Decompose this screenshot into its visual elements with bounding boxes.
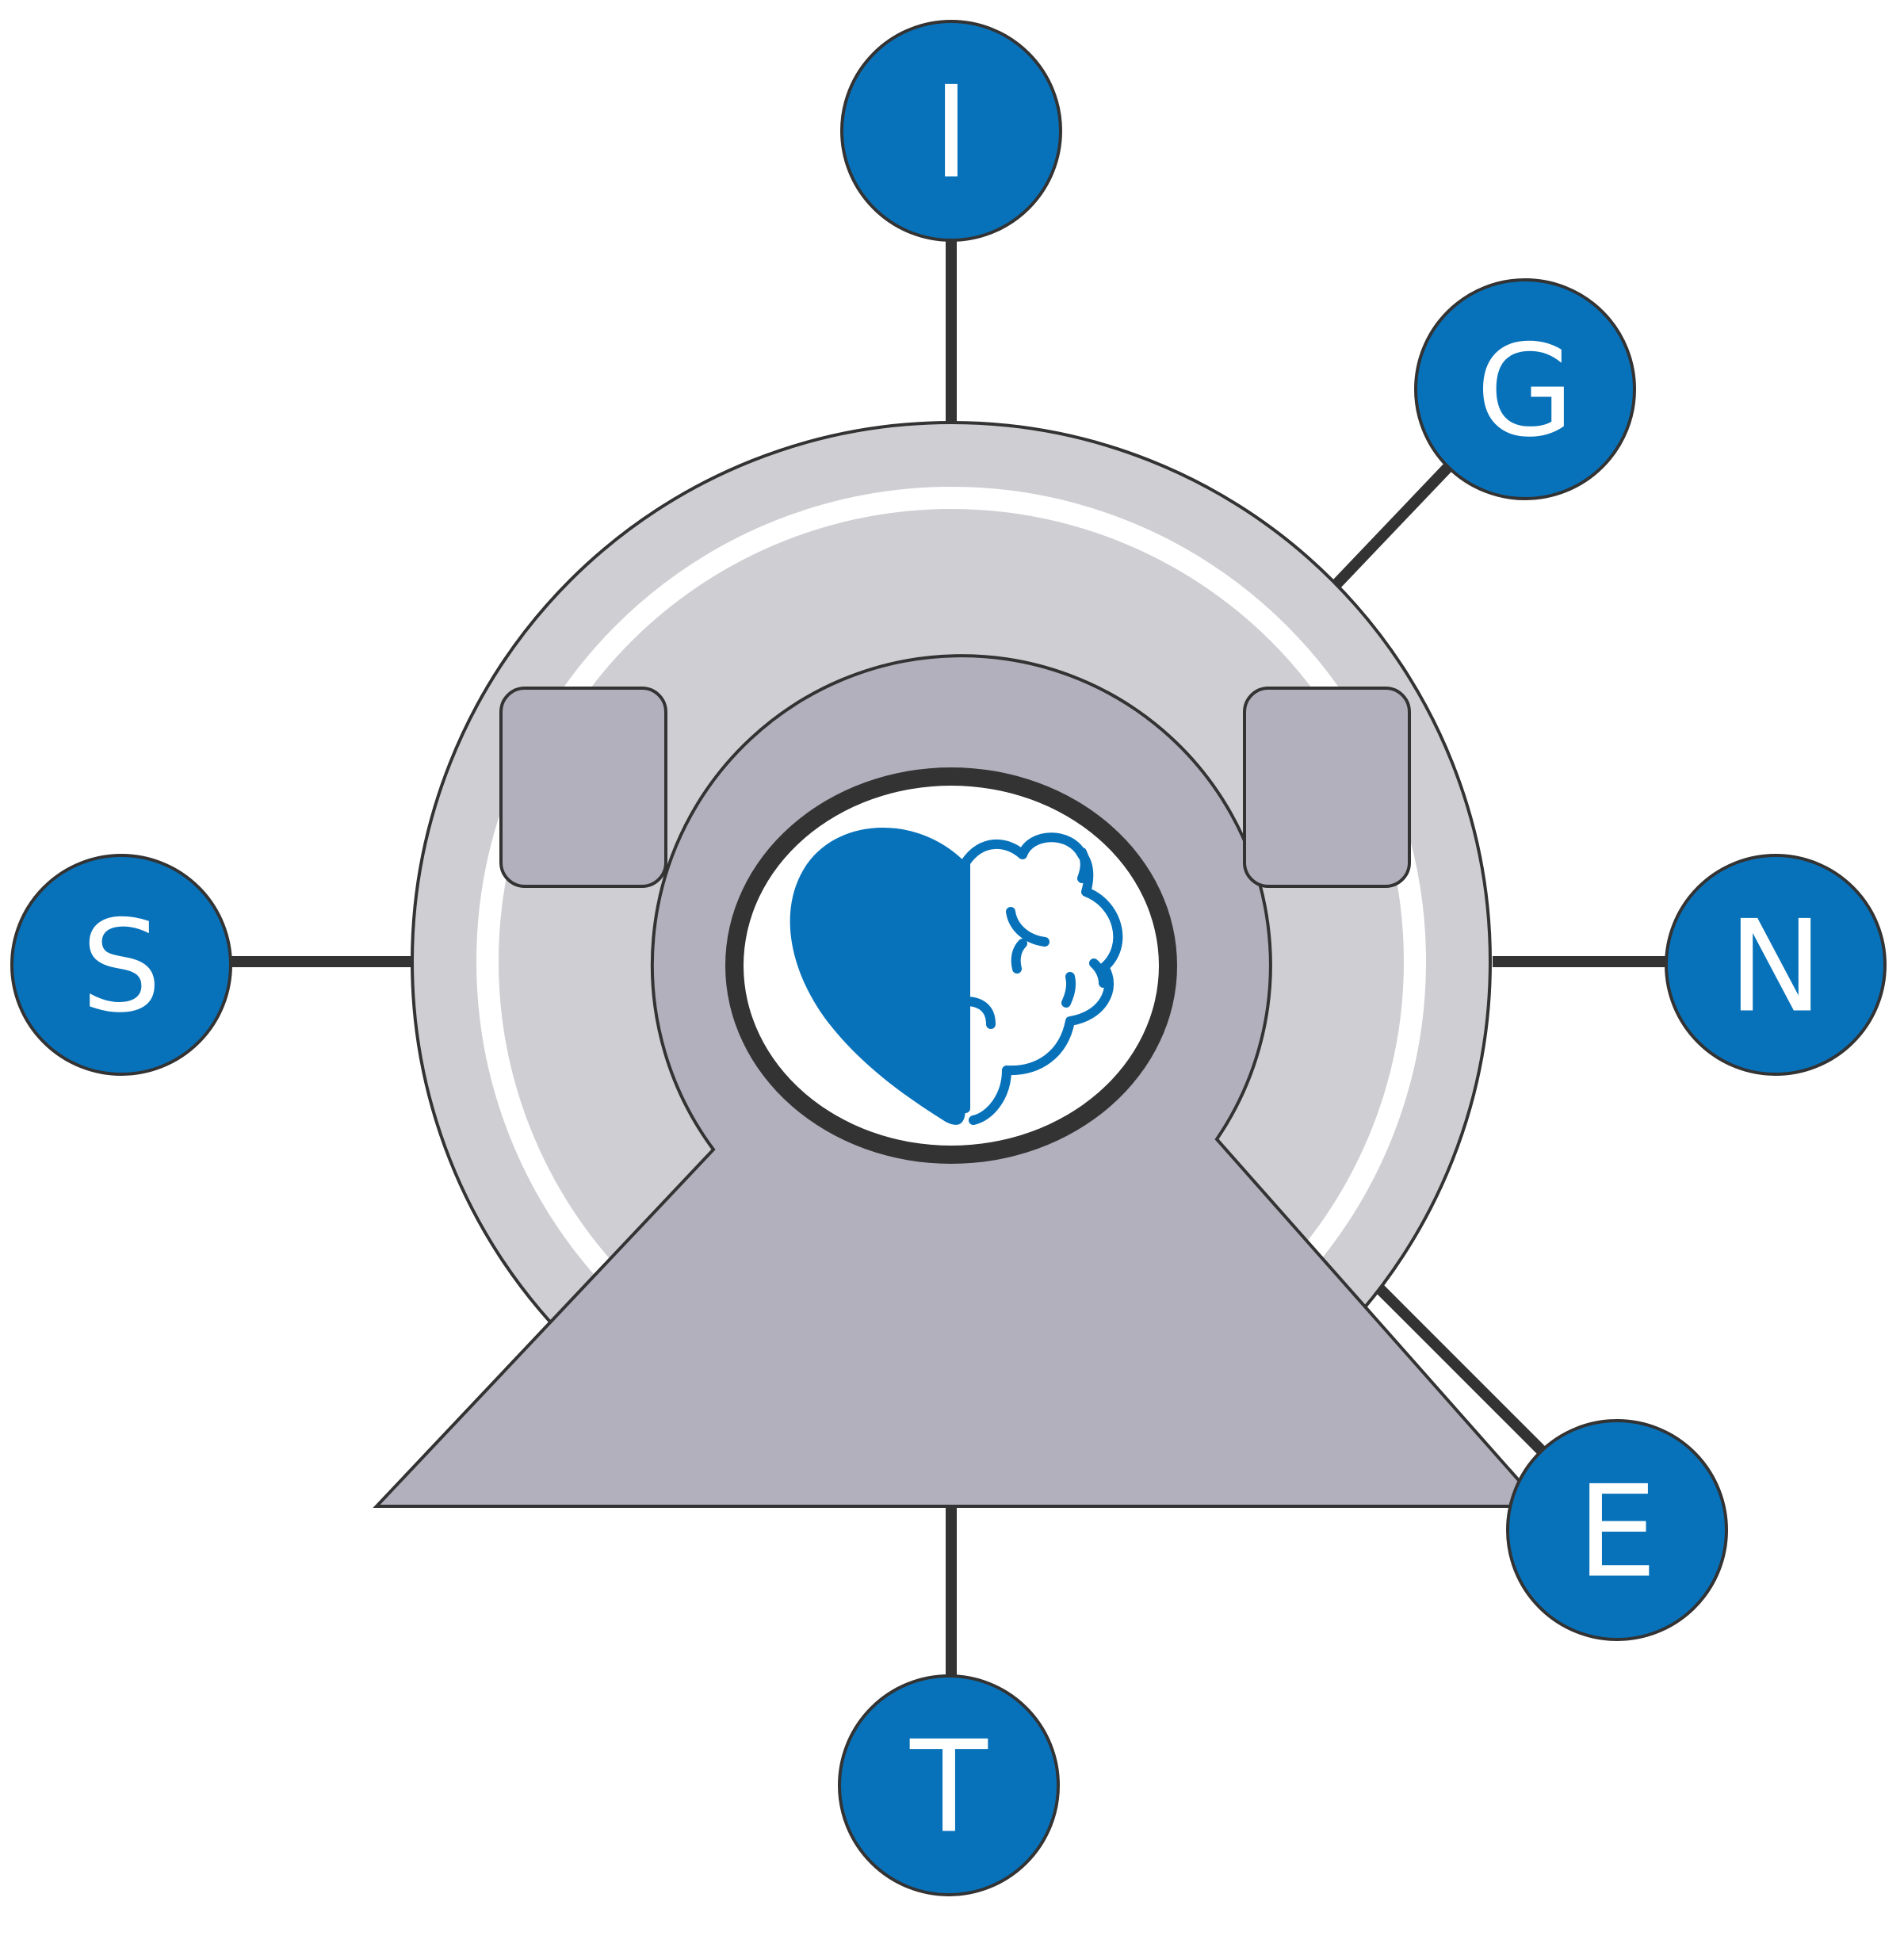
connectors [230,238,1666,1462]
node-letter: I [932,59,969,207]
heart-brain-icon [790,827,1123,1125]
brain-fold-4 [1061,972,1076,1008]
brain-fold-6 [1089,958,1108,988]
node-top: I [840,20,1062,242]
node-letter: N [1728,893,1823,1041]
brain-fold-3 [1011,939,1027,974]
node-upper-right: G [1414,278,1636,500]
node-circle [10,854,232,1076]
node-letter: T [909,1713,988,1861]
node-letter: G [1476,317,1574,465]
node-bottom: T [838,1674,1060,1896]
connector-lower-right [1375,1284,1546,1455]
node-circle [838,1674,1060,1896]
node-right: N [1665,854,1887,1076]
scanner-pad-right [1243,687,1411,888]
brain-outline [961,832,1123,1125]
node-lower-right: E [1506,1419,1728,1641]
brain-fold-2 [1006,907,1049,947]
node-letter: S [81,893,162,1041]
connector-upper-right [1331,462,1454,589]
node-left: S [10,854,232,1076]
brain-fold-1 [961,997,996,1029]
brain-fold-5 [1077,847,1090,883]
heart-half [790,827,965,1125]
node-circle [1506,1419,1728,1641]
connector-lower-right-highlight [1375,1300,1535,1462]
node-circle [840,20,1062,242]
scanner-pad-left [499,687,667,888]
node-circle [1414,278,1636,500]
node-letter: E [1577,1458,1657,1606]
node-circle [1665,854,1887,1076]
